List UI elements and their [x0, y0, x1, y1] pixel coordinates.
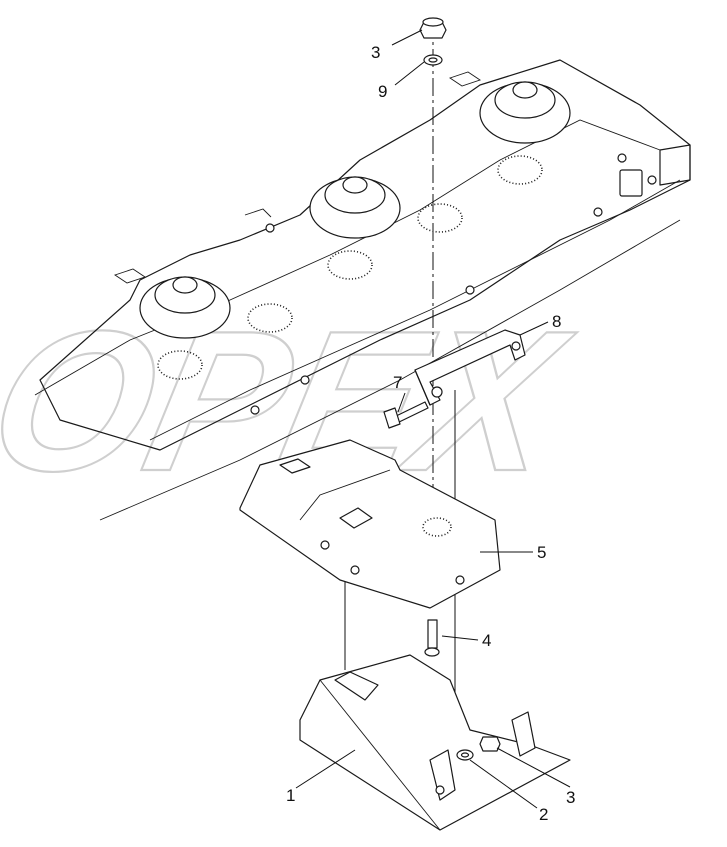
nut-top [419, 17, 447, 39]
disc-rotor-left [139, 276, 293, 380]
bracket [414, 329, 526, 406]
callout-3-bottom: 3 [566, 788, 575, 807]
nut-bottom [479, 736, 501, 752]
cutter-bar [34, 59, 691, 521]
callout-3-top: 3 [371, 43, 380, 62]
bolt-side [383, 401, 429, 429]
washer-top [423, 54, 443, 66]
skid-shoe [299, 654, 571, 831]
leader-lines [295, 29, 571, 809]
callout-8: 8 [552, 312, 561, 331]
callout-9: 9 [378, 82, 387, 101]
bolt-vertical [424, 619, 440, 657]
disc-rotor-middle [309, 176, 463, 280]
callout-4: 4 [482, 631, 491, 650]
callout-1: 1 [286, 786, 295, 805]
plate [239, 439, 501, 609]
disc-rotor-right [479, 81, 571, 185]
callout-2: 2 [539, 805, 548, 824]
washer-bottom [456, 749, 474, 761]
callout-5: 5 [537, 543, 546, 562]
callout-7: 7 [393, 373, 402, 392]
